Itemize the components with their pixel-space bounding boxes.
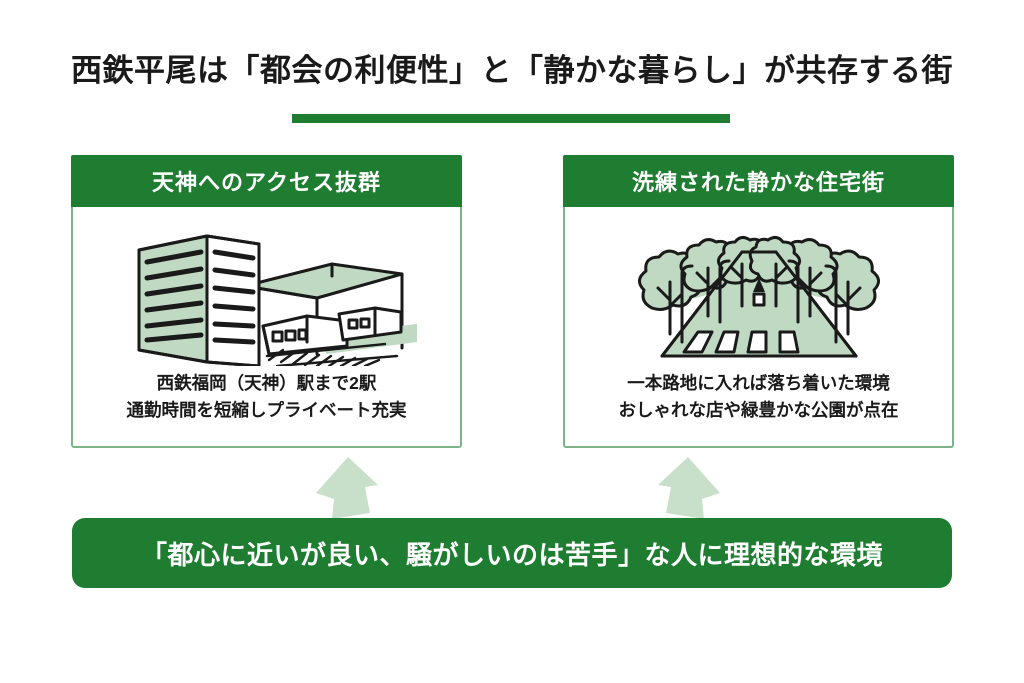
cards-row: 天神へのアクセス抜群 — [0, 155, 1024, 450]
arrow-down-right-icon — [310, 455, 384, 521]
card-residential-illustration — [565, 207, 952, 370]
card-access: 天神へのアクセス抜群 — [71, 155, 462, 448]
title-underline-bar — [292, 114, 730, 123]
page-title: 西鉄平尾は「都会の利便性」と「静かな暮らし」が共存する街 — [71, 53, 953, 88]
card-residential: 洗練された静かな住宅街 — [563, 155, 954, 448]
station-building-train-icon — [137, 234, 417, 367]
card-residential-header: 洗練された静かな住宅街 — [563, 155, 954, 207]
tree-lined-street-crosswalk-icon — [637, 236, 880, 358]
card-residential-description: 一本路地に入れば落ち着いた環境 おしゃれな店や緑豊かな公園が点在 — [618, 372, 899, 420]
card-access-description: 西鉄福岡（天神）駅まで2駅 通勤時間を短縮しプライベート充実 — [126, 372, 407, 420]
card-access-header: 天神へのアクセス抜群 — [71, 155, 462, 207]
conclusion-banner: 「都心に近いが良い、騒がしいのは苦手」な人に理想的な環境 — [72, 518, 952, 588]
card-access-illustration — [73, 207, 460, 370]
arrow-down-left-icon — [652, 455, 726, 521]
